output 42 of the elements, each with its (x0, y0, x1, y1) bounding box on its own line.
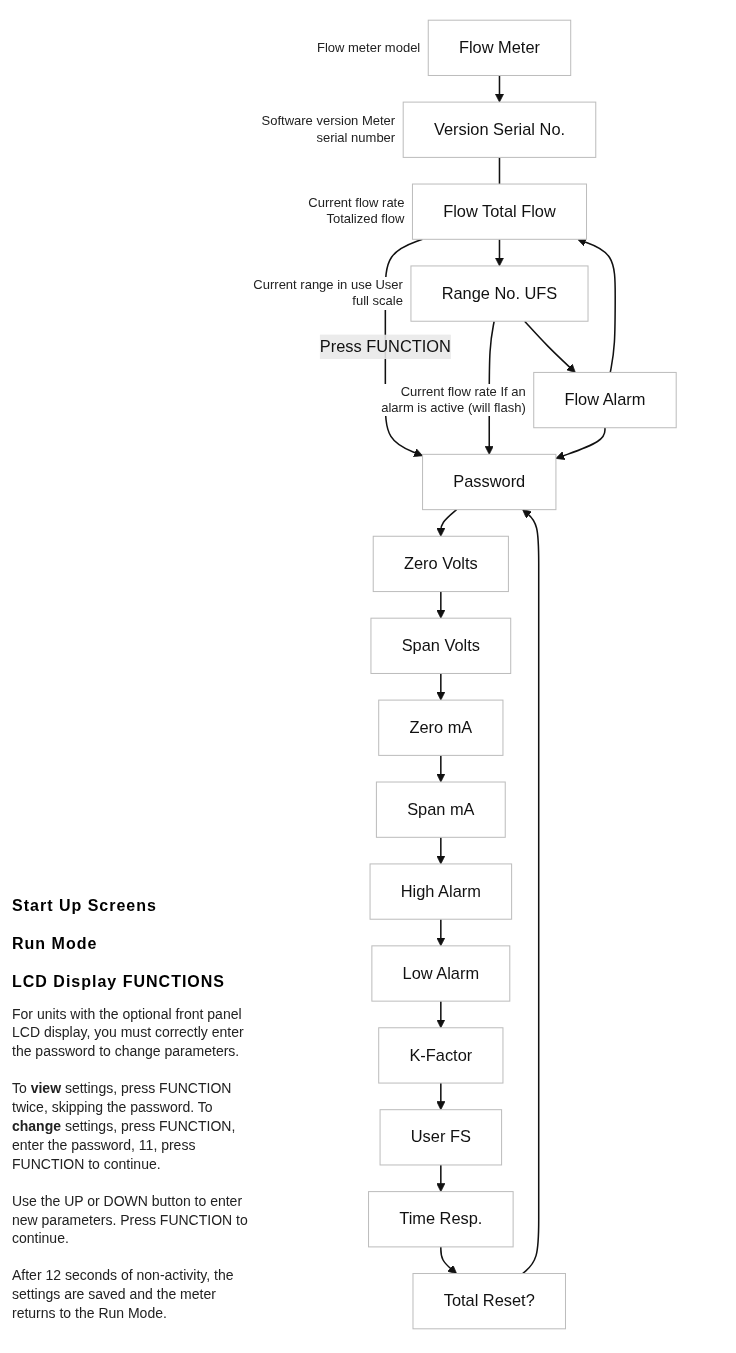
section-heading: Start Up Screens (12, 896, 158, 915)
connector (498, 156, 501, 185)
arrow (436, 754, 446, 783)
arrow (436, 1082, 446, 1111)
node-box: Flow Total Flow (411, 183, 587, 240)
arrow (494, 238, 504, 267)
node-box: Flow Meter (427, 19, 572, 76)
node-box: User FS (379, 1109, 503, 1166)
arrow (436, 590, 446, 619)
node-box: Flow Alarm (533, 371, 677, 429)
section-heading: Run Mode (12, 934, 99, 953)
arrow (436, 836, 446, 865)
arrow (440, 1246, 457, 1274)
node-box: Time Resp. (368, 1191, 514, 1248)
arrow (436, 1164, 446, 1192)
note-text: For units with the optional front panel LCD display, you must correctly enter the password to change parameters. (12, 1004, 245, 1062)
note-text: To view settings, press FUNCTION twice, skipping the password. To change settings, press FUNCTION, enter the password, 11, press FUNCTION to continue. (12, 1079, 237, 1174)
arrow (436, 508, 458, 537)
note-text: Use the UP or DOWN button to enter new parameters. Press FUNCTION to continue. (12, 1191, 249, 1249)
note-text: After 12 seconds of non-activity, the settings are saved and the meter returns to the Run Mode. (12, 1266, 235, 1323)
node-box: High Alarm (369, 863, 513, 920)
node-box: Zero mA (378, 699, 504, 756)
node-caption: Current range in use User full scale (252, 277, 403, 310)
node-box: Version Serial No. (402, 101, 597, 158)
arrow (436, 1000, 446, 1029)
edge-label: Press FUNCTION (319, 337, 451, 356)
arrow (523, 320, 576, 373)
section-heading: LCD Display FUNCTIONS (12, 972, 226, 991)
arrow (494, 74, 504, 103)
node-box: Range No. UFS (410, 265, 589, 322)
arrow (436, 918, 446, 947)
arrow (555, 426, 606, 460)
node-box: Span Volts (370, 617, 512, 674)
arrow (521, 509, 540, 1275)
node-box: Zero Volts (372, 535, 509, 593)
arrow (577, 237, 616, 374)
node-box: Low Alarm (371, 945, 511, 1002)
node-box: Span mA (375, 781, 506, 838)
node-box: Total Reset? (412, 1273, 566, 1330)
arrow (436, 672, 446, 701)
node-box: K-Factor (378, 1027, 504, 1084)
node-box: Password (422, 453, 557, 511)
